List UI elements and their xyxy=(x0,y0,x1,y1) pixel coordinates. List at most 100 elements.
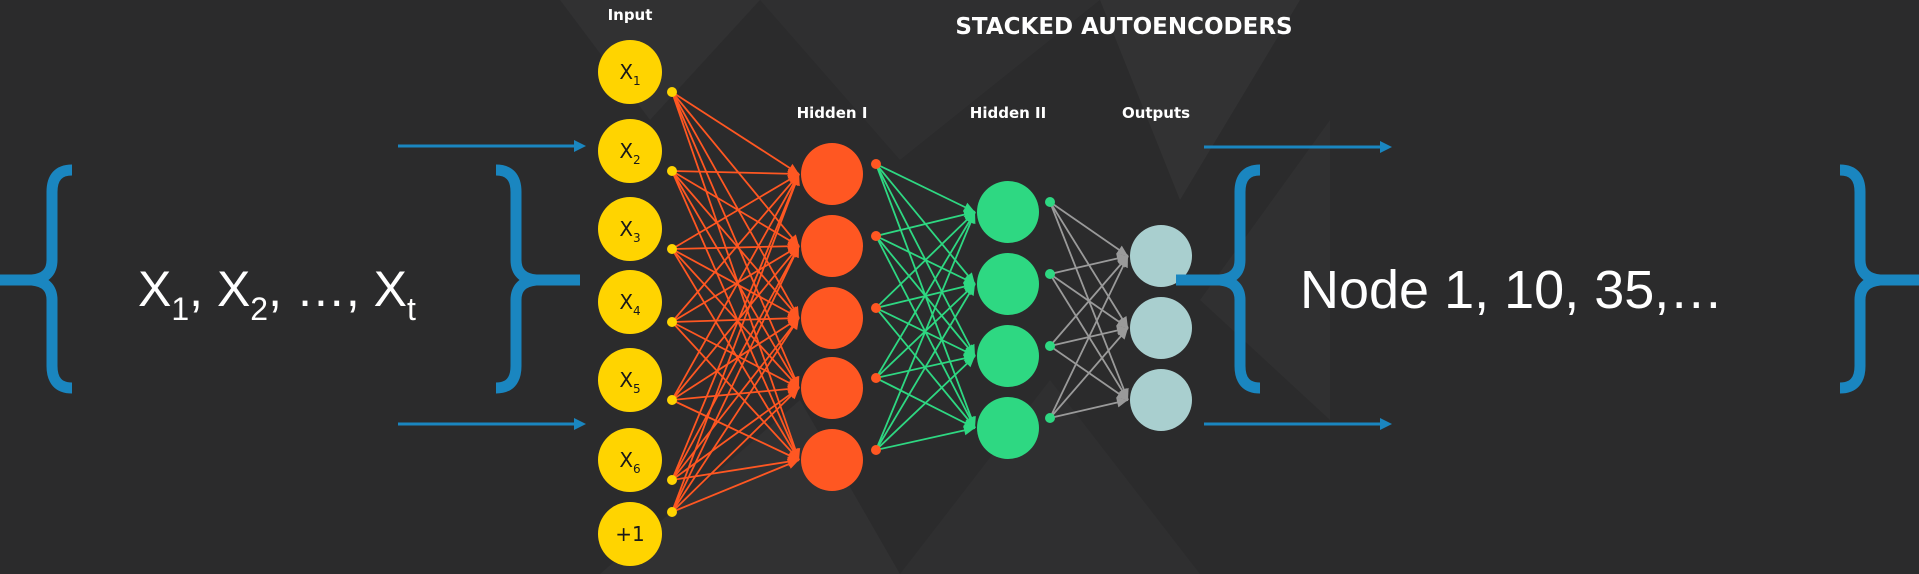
edge-input-hidden1 xyxy=(671,170,800,247)
edge-hidden1-hidden2 xyxy=(875,211,976,379)
connector-dot xyxy=(871,373,881,383)
edge-input-hidden1 xyxy=(671,387,800,401)
edge-input-hidden1 xyxy=(671,245,800,513)
layer-label-hidden-2: Hidden II xyxy=(970,104,1046,122)
diagram-title: STACKED AUTOENCODERS xyxy=(955,14,1292,40)
edge-arrowhead xyxy=(1116,317,1128,328)
layer-label-input: Input xyxy=(608,6,653,24)
input-node-label: X5 xyxy=(619,368,640,396)
seq-mid: , …, X xyxy=(268,261,407,317)
arrowhead-out-top xyxy=(1380,141,1392,153)
edge-hidden1-hidden2 xyxy=(875,283,976,451)
input-node xyxy=(598,348,662,412)
background-facets xyxy=(560,0,1330,574)
hidden2-node xyxy=(977,253,1039,315)
edge-hidden1-hidden2 xyxy=(875,355,976,451)
connector-dot xyxy=(871,303,881,313)
edge-hidden1-hidden2 xyxy=(875,427,976,451)
input-node-symbol: X xyxy=(619,448,633,472)
connector-dot xyxy=(871,445,881,455)
seq-sub-1: 1 xyxy=(171,291,189,327)
edge-input-hidden1 xyxy=(671,91,800,389)
hidden1-node xyxy=(801,143,863,205)
edge-input-hidden1 xyxy=(671,245,800,401)
edge-arrowhead xyxy=(787,388,799,400)
seq-sub-t: t xyxy=(407,291,416,327)
edge-input-hidden1 xyxy=(671,248,800,389)
edge-input-hidden1 xyxy=(671,170,800,319)
input-node-subscript: 5 xyxy=(633,382,641,396)
input-node-label: X6 xyxy=(619,448,640,476)
input-node-subscript: 4 xyxy=(633,304,641,318)
output-node xyxy=(1130,297,1192,359)
input-node-label: X3 xyxy=(619,217,640,245)
edge-input-hidden1 xyxy=(671,91,800,247)
connector-dot xyxy=(667,244,677,254)
edge-input-hidden1 xyxy=(671,91,800,461)
input-node-subscript: 6 xyxy=(633,462,641,476)
hidden1-node xyxy=(801,429,863,491)
edge-hidden2-outputs xyxy=(1049,255,1129,347)
edge-arrowhead xyxy=(789,246,799,259)
edge-arrowhead xyxy=(962,418,975,428)
left-open-brace xyxy=(0,164,73,394)
edge-input-hidden1 xyxy=(671,173,800,513)
input-node xyxy=(598,428,662,492)
arrowhead-in-top xyxy=(574,140,586,152)
input-sequence-text: X1, X2, …, Xt xyxy=(138,261,416,327)
edge-arrowhead xyxy=(1116,245,1128,256)
hidden1-node xyxy=(801,287,863,349)
connector-dot xyxy=(667,475,677,485)
edge-arrowhead xyxy=(790,174,800,187)
arrowhead-out-bottom xyxy=(1380,418,1392,430)
edge-input-hidden1 xyxy=(671,173,800,323)
edge-input-hidden1 xyxy=(671,387,800,481)
connector-dot xyxy=(1045,413,1055,423)
connector-dot xyxy=(667,166,677,176)
layer-label-outputs: Outputs xyxy=(1122,104,1190,122)
output-nodes-text: Node 1, 10, 35,… xyxy=(1300,260,1723,320)
input-node-label: +1 xyxy=(615,522,644,546)
edge-arrowhead xyxy=(962,202,975,212)
edge-input-hidden1 xyxy=(671,170,800,175)
edge-input-hidden1 xyxy=(671,317,800,513)
edge-hidden2-outputs xyxy=(1049,201,1129,257)
hidden2-node xyxy=(977,325,1039,387)
input-node xyxy=(598,270,662,334)
edge-hidden2-outputs xyxy=(1049,255,1129,275)
flow-arrows xyxy=(398,140,1392,430)
edge-hidden1-hidden2 xyxy=(875,211,976,309)
edge-arrowhead xyxy=(962,274,975,284)
edge-hidden1-hidden2 xyxy=(875,211,976,451)
input-node xyxy=(598,119,662,183)
hidden1-node xyxy=(801,357,863,419)
edge-arrowhead xyxy=(786,459,799,469)
arrowhead-in-bottom xyxy=(574,418,586,430)
edge-input-hidden1 xyxy=(671,459,800,513)
input-node-symbol: +1 xyxy=(615,522,644,546)
edge-input-hidden1 xyxy=(671,245,800,323)
edge-arrowhead xyxy=(966,212,976,225)
edge-input-hidden1 xyxy=(671,245,800,481)
edge-input-hidden1 xyxy=(671,317,800,481)
connector-dot xyxy=(667,87,677,97)
curly-brackets xyxy=(0,164,1919,394)
edge-arrowhead xyxy=(1116,389,1128,400)
input-node xyxy=(598,197,662,261)
edge-input-hidden1 xyxy=(671,321,800,461)
connector-dot xyxy=(667,317,677,327)
right-close-brace xyxy=(1839,164,1919,394)
input-node-symbol: X xyxy=(619,60,633,84)
edge-arrowhead xyxy=(1117,328,1128,340)
right-open-brace xyxy=(1176,164,1261,394)
edge-hidden1-hidden2 xyxy=(875,163,976,213)
connector-dot xyxy=(1045,197,1055,207)
edge-input-hidden1 xyxy=(671,91,800,175)
connector-dot xyxy=(871,159,881,169)
input-node-subscript: 1 xyxy=(633,74,641,88)
edge-arrowhead xyxy=(1118,256,1128,269)
input-node xyxy=(598,502,662,566)
edge-input-hidden1 xyxy=(671,387,800,513)
